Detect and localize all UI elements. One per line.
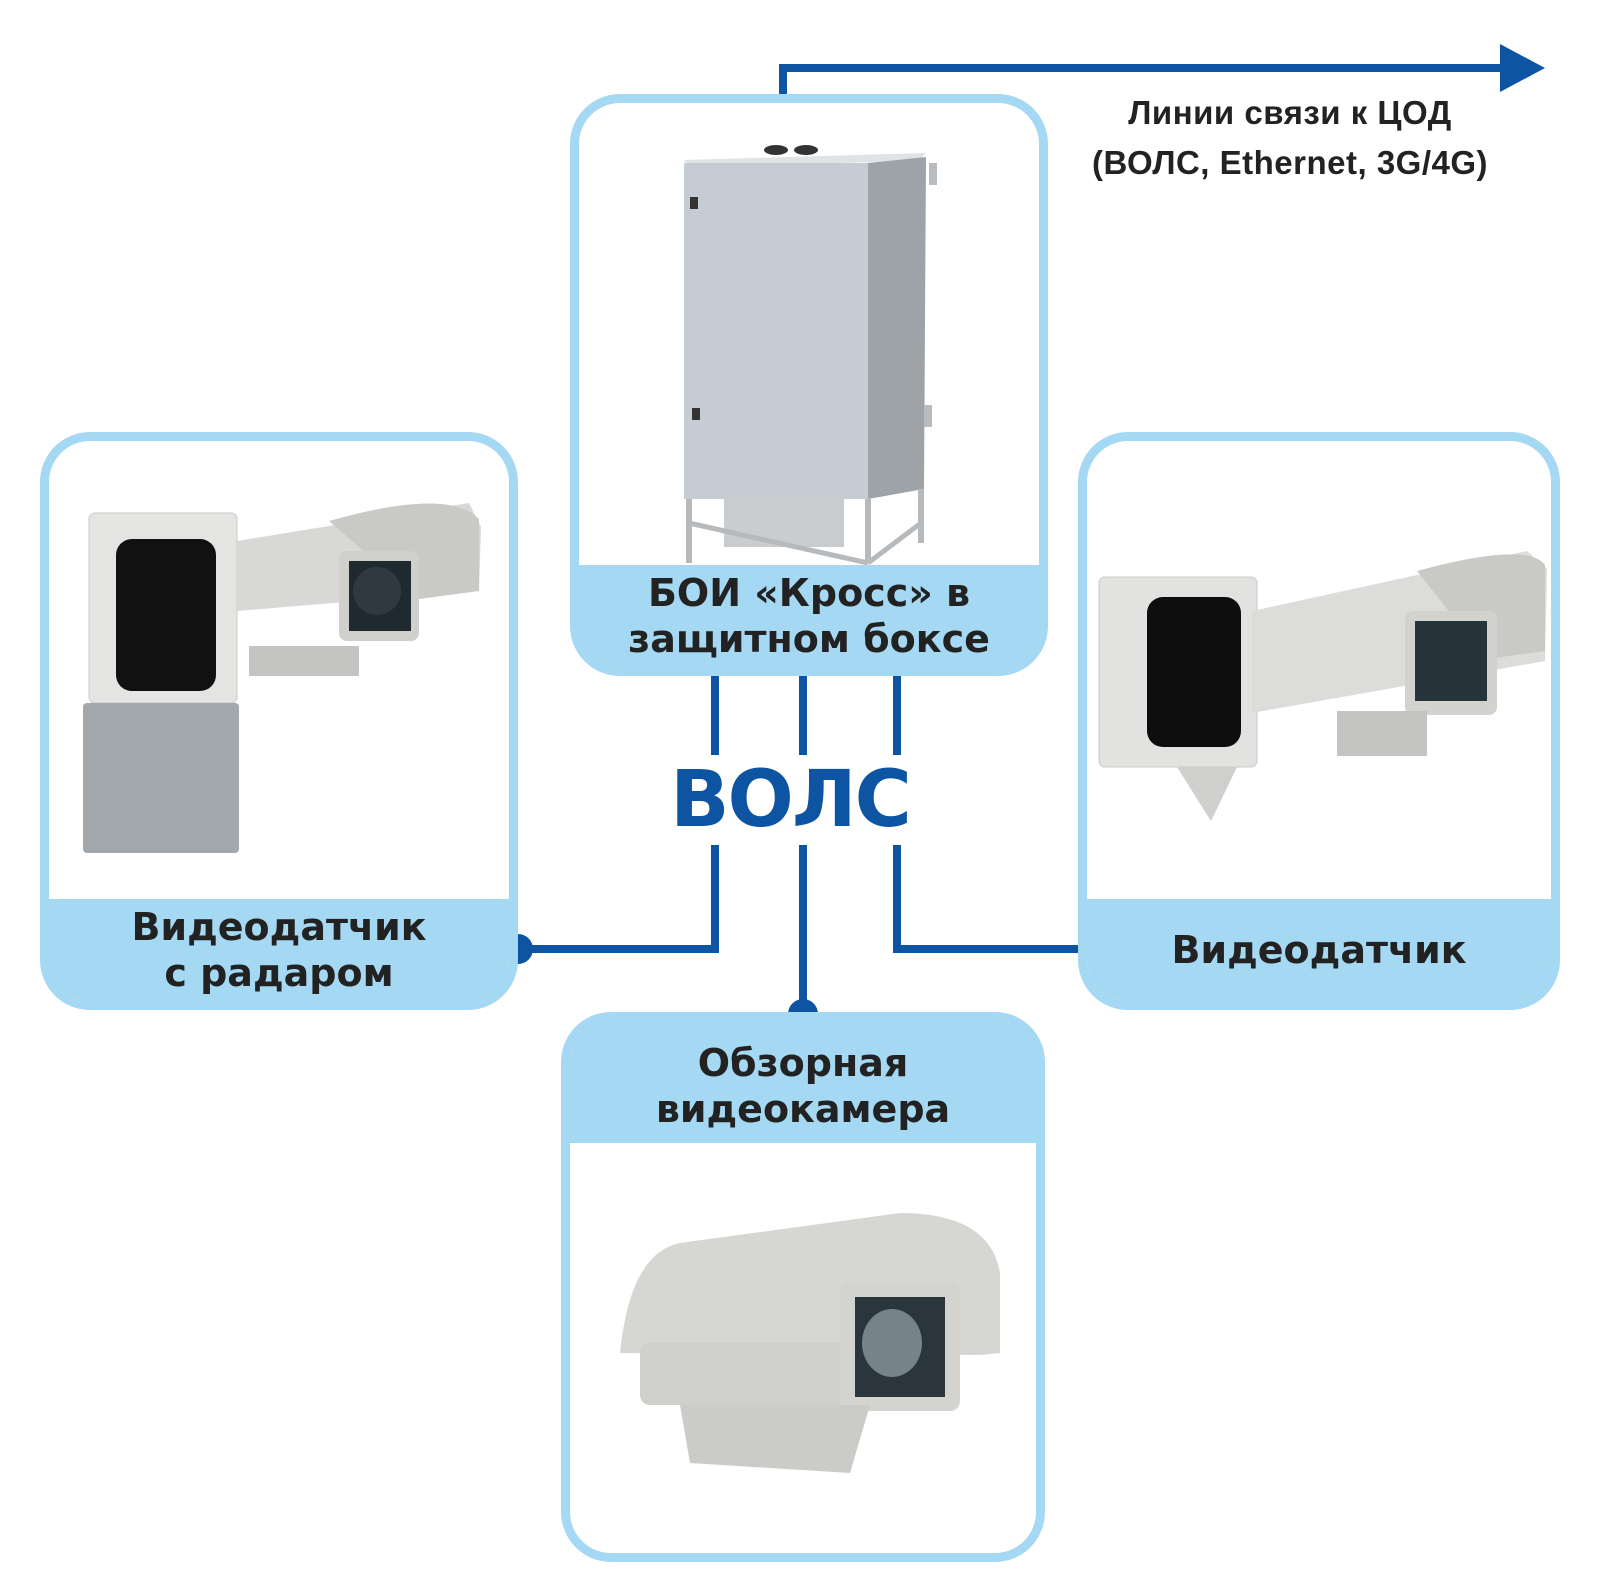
- cabinet-image: [579, 103, 1039, 566]
- uplink-caption-line2: (ВОЛС, Ethernet, 3G/4G): [1091, 144, 1489, 181]
- bottom-label: Обзорная видеокамера: [570, 1021, 1036, 1143]
- right-label-line1: Видеодатчик: [1171, 928, 1467, 972]
- left-label: Видеодатчик с радаром: [49, 899, 509, 1001]
- hub-label-line2: защитном боксе: [628, 617, 990, 661]
- right-camera-image: [1087, 441, 1551, 899]
- right-panel: Видеодатчик: [1078, 432, 1560, 1010]
- left-panel: Видеодатчик с радаром: [40, 432, 518, 1010]
- uplink-caption-line1: Линии связи к ЦОД: [1128, 94, 1452, 131]
- arrow-right-icon: [1500, 44, 1545, 92]
- uplink-caption: Линии связи к ЦОД (ВОЛС, Ethernet, 3G/4G…: [1060, 88, 1520, 188]
- bus-label: ВОЛС: [640, 755, 940, 845]
- left-label-line1: Видеодатчик: [131, 905, 427, 949]
- hub-label-line1: БОИ «Кросс» в: [647, 571, 971, 615]
- right-label: Видеодатчик: [1087, 899, 1551, 1001]
- left-label-line2: с радаром: [164, 951, 394, 995]
- hub-panel: БОИ «Кросс» в защитном боксе: [570, 94, 1048, 676]
- hub-label: БОИ «Кросс» в защитном боксе: [579, 565, 1039, 667]
- overview-camera-image: [570, 1143, 1036, 1553]
- bottom-panel: Обзорная видеокамера: [561, 1012, 1045, 1562]
- radar-camera-image: [49, 441, 509, 899]
- bottom-label-line2: видеокамера: [655, 1087, 951, 1131]
- bottom-label-line1: Обзорная: [697, 1041, 909, 1085]
